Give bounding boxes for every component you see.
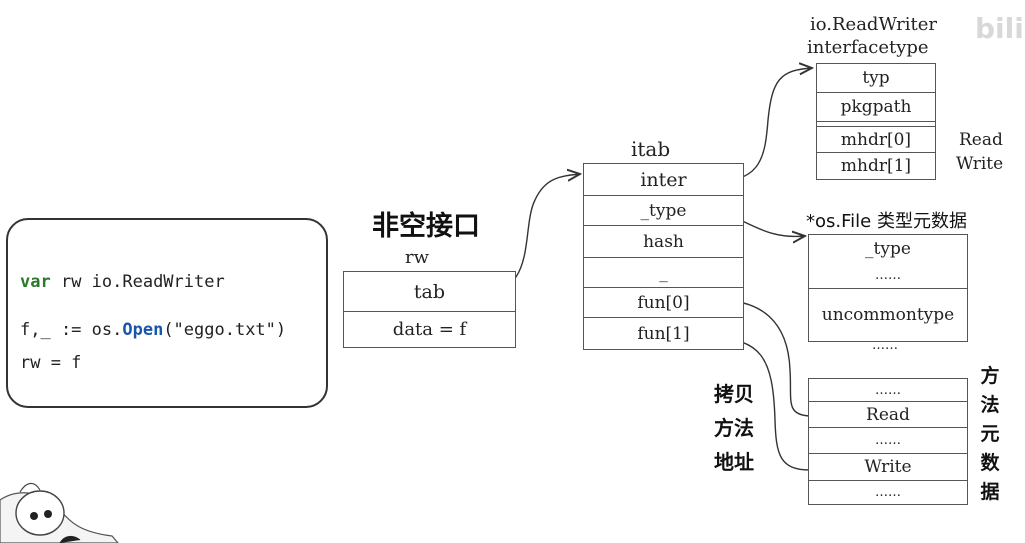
method-label-write: Write <box>956 154 1004 174</box>
methods-write: Write <box>808 453 968 481</box>
itab-fun1: fun[1] <box>583 317 744 350</box>
interfacetype-title-1: io.ReadWriter <box>810 14 938 35</box>
code-text: rw io.ReadWriter <box>50 272 225 292</box>
methods-metadata-label: 方 法 元 数 据 <box>979 362 1001 507</box>
copy-label-line: 方法 <box>714 416 754 440</box>
methods-ellipsis-3: …… <box>808 480 968 505</box>
methods-ellipsis-1: …… <box>808 378 968 402</box>
methods-read: Read <box>808 401 968 428</box>
code-line-2: f,_ := os.Open("eggo.txt") <box>20 320 286 340</box>
function-open: Open <box>122 320 164 340</box>
osfile-title: *os.File 类型元数据 <box>806 211 967 232</box>
interfacetype-pkgpath: pkgpath <box>816 92 936 122</box>
mascot-icon <box>0 482 119 543</box>
rw-data-field: data = f <box>343 311 516 348</box>
osfile-ellipsis: …… <box>808 263 968 289</box>
osfile-uncommontype: uncommontype <box>808 288 968 342</box>
copy-label-line: 拷贝 <box>714 382 754 406</box>
osfile-below-ellipsis: …… <box>872 338 898 353</box>
code-panel: var rw io.ReadWriter f,_ := os.Open("egg… <box>6 218 328 408</box>
rw-label: rw <box>405 247 430 268</box>
itab-title: itab <box>631 137 671 161</box>
keyword-var: var <box>20 272 51 292</box>
code-line-1: var rw io.ReadWriter <box>20 272 225 292</box>
methods-ellipsis-2: …… <box>808 427 968 454</box>
heading-nonempty-interface: 非空接口 <box>372 211 480 242</box>
code-text: f,_ := os. <box>20 320 123 340</box>
rw-tab-field: tab <box>343 271 516 312</box>
interfacetype-typ: typ <box>816 63 936 93</box>
itab-type: _type <box>583 195 744 226</box>
method-label-read: Read <box>959 130 1003 150</box>
code-line-3: rw = f <box>20 353 82 373</box>
interfacetype-mhdr0: mhdr[0] <box>816 126 936 153</box>
copy-method-address-label: 拷贝 方法 地址 <box>714 377 754 479</box>
side-char: 数 <box>980 452 1000 474</box>
watermark-logo: bili <box>975 12 1024 45</box>
osfile-type: _type <box>808 234 968 264</box>
side-char: 据 <box>980 481 1000 503</box>
side-char: 元 <box>980 423 1000 445</box>
itab-fun0: fun[0] <box>583 287 744 318</box>
itab-underscore: _ <box>583 257 744 288</box>
code-text: ("eggo.txt") <box>163 320 287 340</box>
side-char: 法 <box>980 394 1000 416</box>
interfacetype-title-2: interfacetype <box>807 37 929 58</box>
itab-inter: inter <box>583 163 744 196</box>
interfacetype-mhdr1: mhdr[1] <box>816 152 936 180</box>
side-char: 方 <box>980 365 1000 387</box>
itab-hash: hash <box>583 225 744 258</box>
copy-label-line: 地址 <box>714 450 754 474</box>
